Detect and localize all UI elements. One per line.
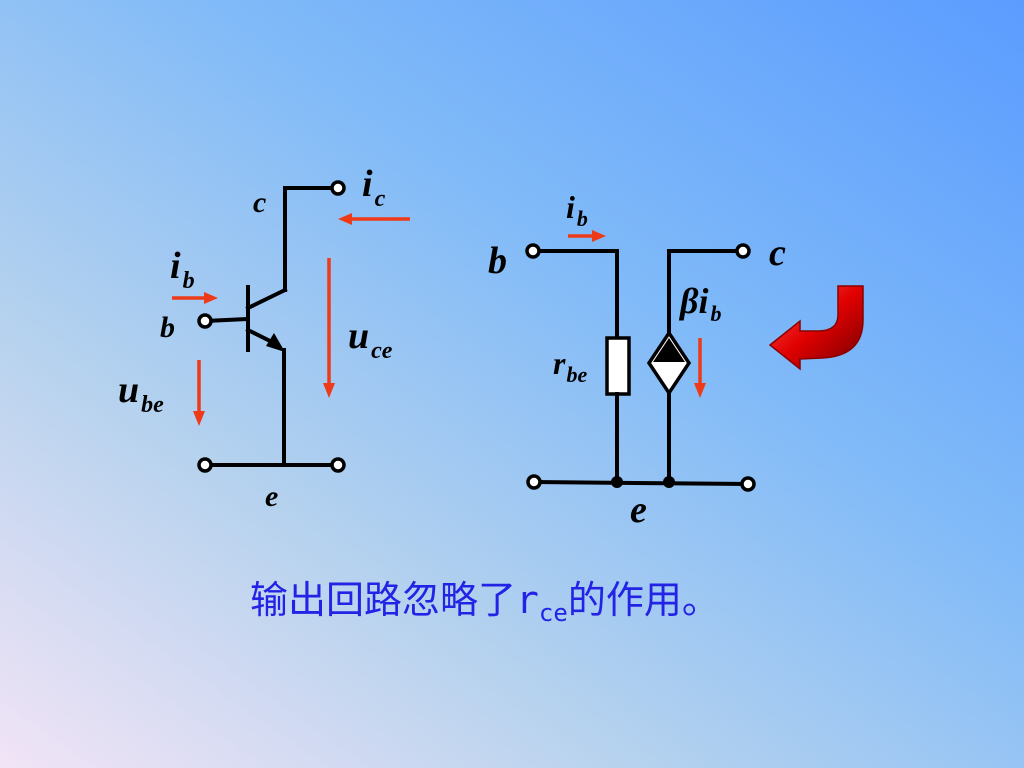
rbe-resistor <box>605 336 631 396</box>
emitter-arrow-icon <box>266 333 285 352</box>
ic-label: ic <box>362 163 386 212</box>
source-direction-icon <box>653 338 685 362</box>
rbe-label: rbe <box>553 345 587 387</box>
ic-arrow <box>338 213 410 225</box>
emitter-terminal-right <box>330 457 346 473</box>
transistor-symbol <box>202 186 340 467</box>
ib-arrow <box>568 230 606 242</box>
equivalent-circuit: b c e ib rbe βib <box>488 189 864 531</box>
ube-arrow <box>193 360 205 426</box>
controlled-current-source <box>646 329 692 397</box>
base-label: b <box>160 311 175 344</box>
emitter-terminal-right <box>740 476 756 492</box>
beta-ib-label: βib <box>678 281 721 326</box>
base-label: b <box>488 240 507 282</box>
collector-terminal <box>735 243 751 259</box>
emitter-label: e <box>630 489 647 531</box>
node-dot <box>663 476 675 488</box>
caption-text: 输出回路忽略了rce的作用。 <box>250 578 720 627</box>
ube-label: ube <box>118 369 164 418</box>
emitter-terminal-left <box>526 474 542 490</box>
ib-label: ib <box>170 245 195 294</box>
base-terminal <box>525 243 541 259</box>
ib-arrow <box>172 292 218 304</box>
emitter-label: e <box>265 480 278 513</box>
uce-arrow <box>323 258 335 398</box>
curved-pointer-arrow-icon <box>768 285 864 371</box>
ib-label: ib <box>566 189 588 231</box>
collector-terminal <box>330 180 346 196</box>
emitter-terminal-left <box>197 457 213 473</box>
base-terminal <box>197 313 213 329</box>
beta-ib-arrow <box>694 338 706 398</box>
transistor-circuit: c b e ic ib uce ube <box>118 163 410 513</box>
node-dot <box>611 476 623 488</box>
collector-label: c <box>769 232 786 274</box>
collector-label: c <box>253 186 266 219</box>
uce-label: uce <box>348 315 393 364</box>
